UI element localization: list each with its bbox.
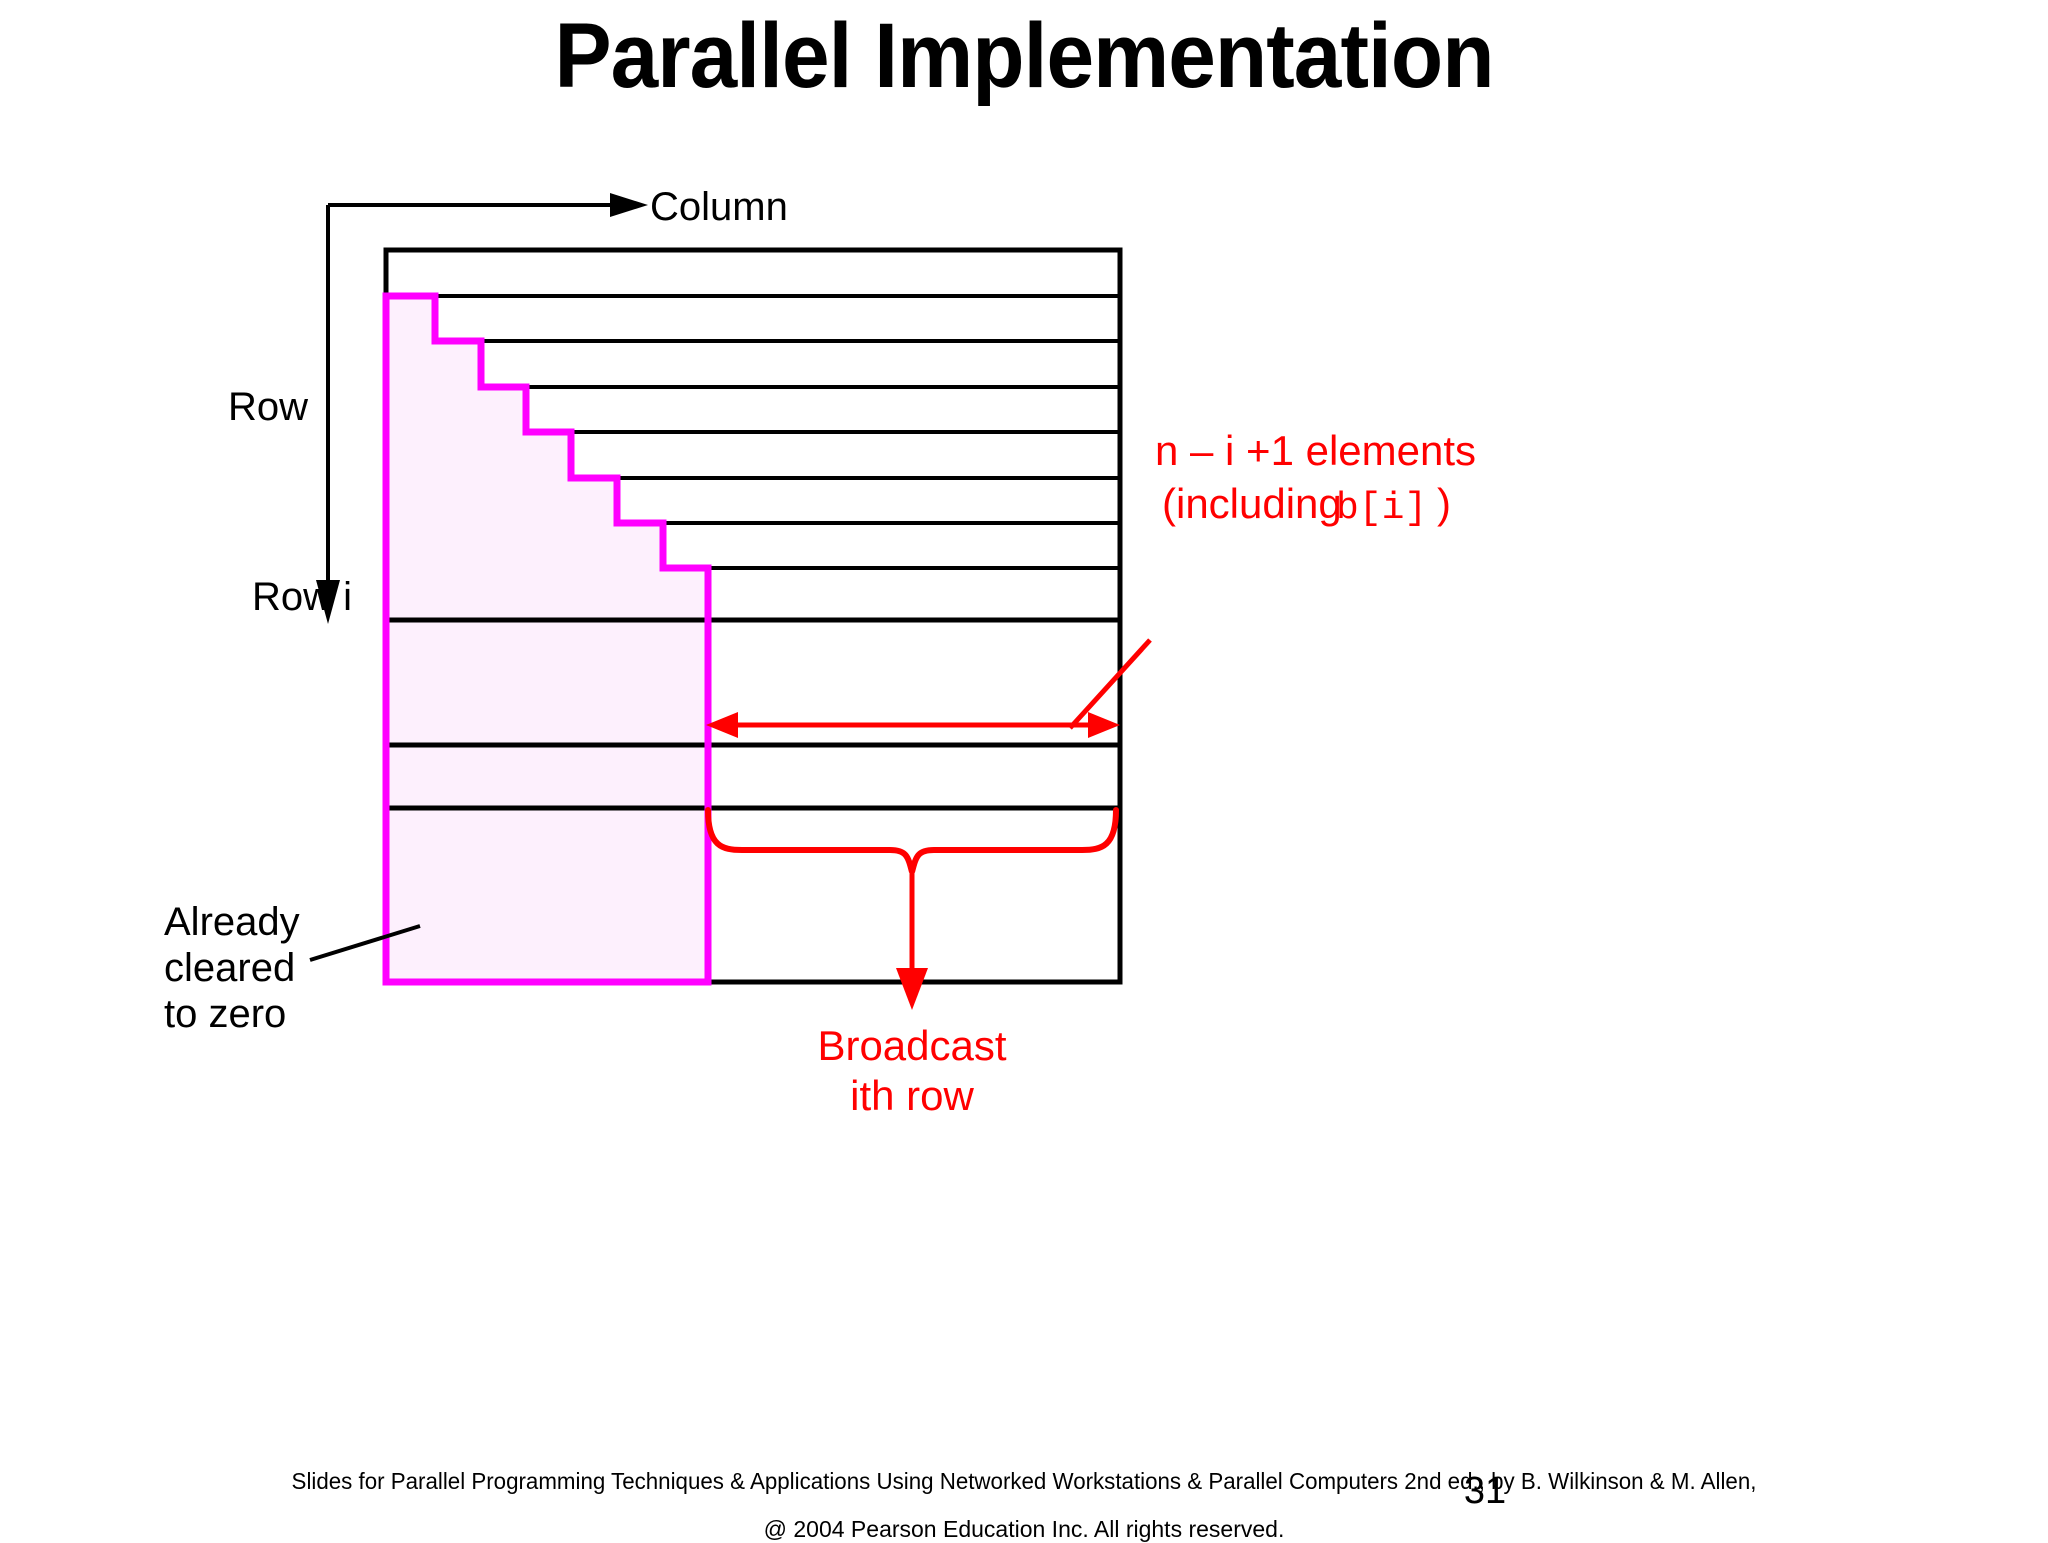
page-title: Parallel Implementation: [554, 5, 1494, 107]
including-suffix: ): [1437, 480, 1451, 527]
broadcast-label-line1: Broadcast: [817, 1022, 1006, 1069]
elements-leader-line: [1068, 638, 1152, 730]
broadcast-brace: [705, 807, 1119, 873]
cleared-region-fill: [386, 296, 708, 982]
matrix-grid: [383, 247, 1123, 985]
cleared-label-line2: cleared: [164, 946, 295, 990]
row-axis-label: Row: [228, 385, 308, 429]
footer-copyright: @ 2004 Pearson Education Inc. All rights…: [763, 1516, 1285, 1542]
elements-count-label: n – i +1 elements: [1155, 427, 1476, 474]
row-axis-arrow: [316, 205, 340, 624]
including-code: b[i]: [1336, 487, 1427, 530]
cleared-leader-line: [309, 924, 421, 962]
column-axis-label: Column: [650, 185, 788, 229]
page-number: 31: [1463, 1470, 1507, 1512]
cleared-region-outline: [382, 292, 712, 986]
including-prefix: (including: [1162, 480, 1342, 527]
row-i-label: Row i: [252, 575, 352, 619]
cleared-label-line1: Already: [164, 900, 300, 944]
broadcast-label-line2: ith row: [850, 1072, 974, 1119]
column-axis-arrow: [328, 193, 648, 217]
elements-span-arrow: [706, 712, 1120, 738]
cleared-label-line3: to zero: [164, 992, 286, 1036]
elements-including-label: (including b[i] ): [1162, 480, 1451, 530]
footer-attribution: Slides for Parallel Programming Techniqu…: [291, 1468, 1757, 1494]
broadcast-arrow: [896, 872, 928, 1010]
matrix-diagram: Column Row Row i: [164, 185, 1476, 1119]
